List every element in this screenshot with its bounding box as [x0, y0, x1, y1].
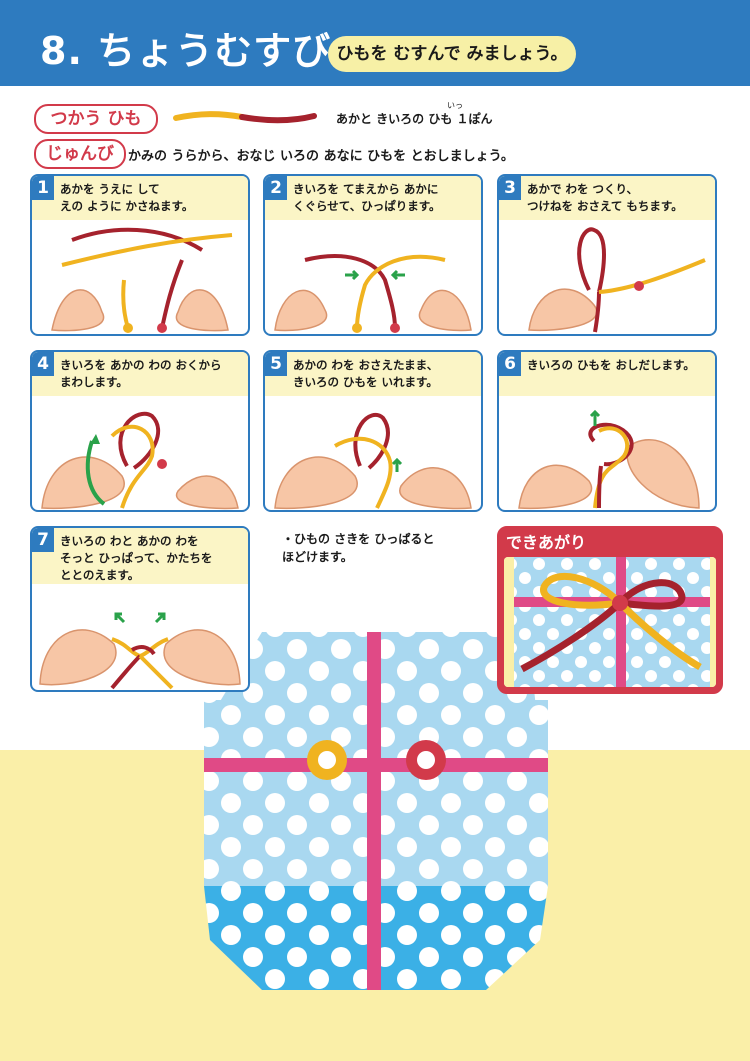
step-text: あかを うえに して えの ように かさねます。	[60, 182, 194, 213]
step-number: 7	[32, 528, 54, 552]
ribbon-horizontal	[204, 758, 548, 772]
procedure-text: かみの うらから、おなじ いろの あなに ひもを とおしましょう。	[128, 149, 514, 164]
step-text: きいろの わと あかの わを そっと ひっぱって、かたちを ととのえます。	[60, 534, 213, 582]
step-number: 4	[32, 352, 54, 376]
ribbon-vertical	[367, 632, 381, 990]
step-number: 5	[265, 352, 287, 376]
finished-label: できあがり	[506, 533, 587, 552]
step-number: 3	[499, 176, 521, 200]
materials-tag: つかう ひも	[34, 104, 158, 134]
materials-text: あかと きいろの ひも １ぽん	[336, 112, 493, 126]
step-2-illustration	[274, 254, 472, 333]
step-card-3: 3 あかで わを つくり、 つけねを おさえて もちます。	[497, 174, 717, 336]
step-5-illustration	[274, 413, 472, 510]
step-text: あかの わを おさえたまま、 きいろの ひもを いれます。	[293, 358, 439, 389]
step-number: 1	[32, 176, 54, 200]
red-hole-icon	[406, 740, 446, 780]
finished-panel: できあがり	[497, 526, 723, 694]
header-bar: 8. ちょうむすび ひもを むすんで みましょう。	[0, 0, 750, 86]
procedure-tag: じゅんび	[34, 139, 126, 169]
subtitle-pill: ひもを むすんで みましょう。	[328, 36, 576, 72]
step-3-illustration	[528, 227, 706, 333]
step-6-illustration	[518, 409, 700, 510]
rope-sample-icon	[173, 111, 317, 124]
step-card-1: 1 あかを うえに して えの ように かさねます。	[30, 174, 250, 336]
step-text: きいろを てまえから あかに くぐらせて、ひっぱります。	[293, 182, 441, 213]
step-card-4: 4 きいろを あかの わの おくから まわします。	[30, 350, 250, 512]
step-1-illustration	[51, 227, 233, 333]
step-text: あかで わを つくり、 つけねを おさえて もちます。	[527, 182, 683, 213]
step-7-illustration	[39, 612, 241, 690]
finished-bow-illustration	[504, 557, 716, 687]
step-card-6: 6 きいろの ひもを おしだします。	[497, 350, 717, 512]
step-4-illustration	[41, 412, 239, 510]
step-number: 2	[265, 176, 287, 200]
untie-hint: ・ひもの さきを ひっぱると ほどけます。	[282, 532, 435, 564]
page-title: 8. ちょうむすび	[40, 29, 332, 73]
step-card-7: 7 きいろの わと あかの わを そっと ひっぱって、かたちを ととのえます。	[30, 526, 250, 692]
step-text: きいろを あかの わの おくから まわします。	[60, 358, 222, 389]
yellow-hole-icon	[307, 740, 347, 780]
step-number: 6	[499, 352, 521, 376]
materials-ruby: いっ	[447, 101, 463, 110]
step-card-2: 2 きいろを てまえから あかに くぐらせて、ひっぱります。	[263, 174, 483, 336]
step-card-5: 5 あかの わを おさえたまま、 きいろの ひもを いれます。	[263, 350, 483, 512]
step-text: きいろの ひもを おしだします。	[527, 358, 695, 372]
